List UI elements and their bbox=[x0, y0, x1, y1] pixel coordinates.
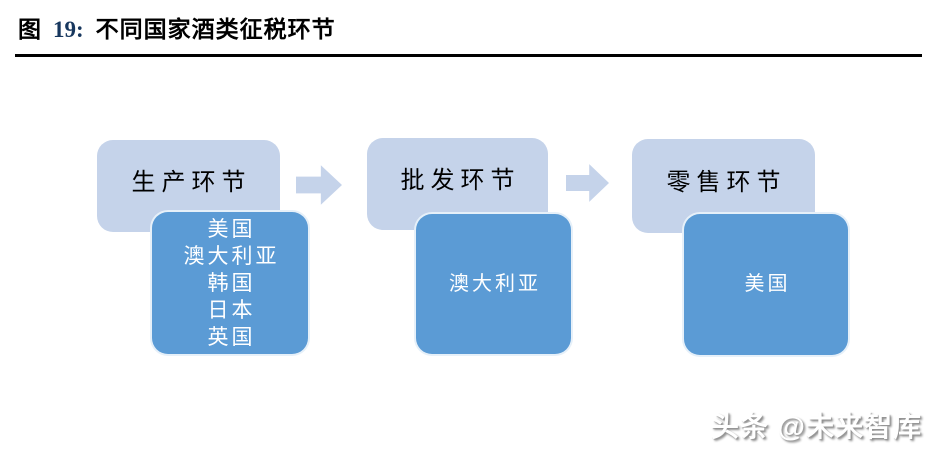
country-item: 美国 bbox=[207, 216, 256, 241]
stage-label-wholesale: 批发环节 bbox=[400, 167, 521, 194]
country-item: 英国 bbox=[207, 324, 256, 349]
right-block-arrow-icon bbox=[566, 164, 609, 202]
country-item: 美国 bbox=[744, 273, 791, 295]
figure-title: 不同国家酒类征税环节 bbox=[95, 17, 336, 42]
country-item: 澳大利亚 bbox=[183, 243, 280, 268]
country-item: 澳大利亚 bbox=[449, 272, 541, 295]
header-divider bbox=[15, 54, 922, 57]
figure-caption: 图 19: 不同国家酒类征税环节 bbox=[18, 10, 336, 44]
country-box-production: 美国 澳大利亚 韩国 日本 英国 bbox=[150, 210, 310, 356]
country-box-wholesale: 澳大利亚 bbox=[414, 212, 573, 356]
country-item: 韩国 bbox=[207, 270, 256, 295]
country-item: 日本 bbox=[207, 297, 256, 322]
stage-label-retail: 零售环节 bbox=[666, 169, 787, 196]
figure-number: 19: bbox=[53, 17, 84, 42]
stage-label-production: 生产环节 bbox=[131, 169, 252, 196]
country-box-retail: 美国 bbox=[682, 212, 850, 357]
watermark: 头条 @未来智库 bbox=[710, 411, 922, 442]
right-block-arrow-icon bbox=[296, 165, 342, 205]
figure-label: 图 bbox=[18, 17, 41, 42]
